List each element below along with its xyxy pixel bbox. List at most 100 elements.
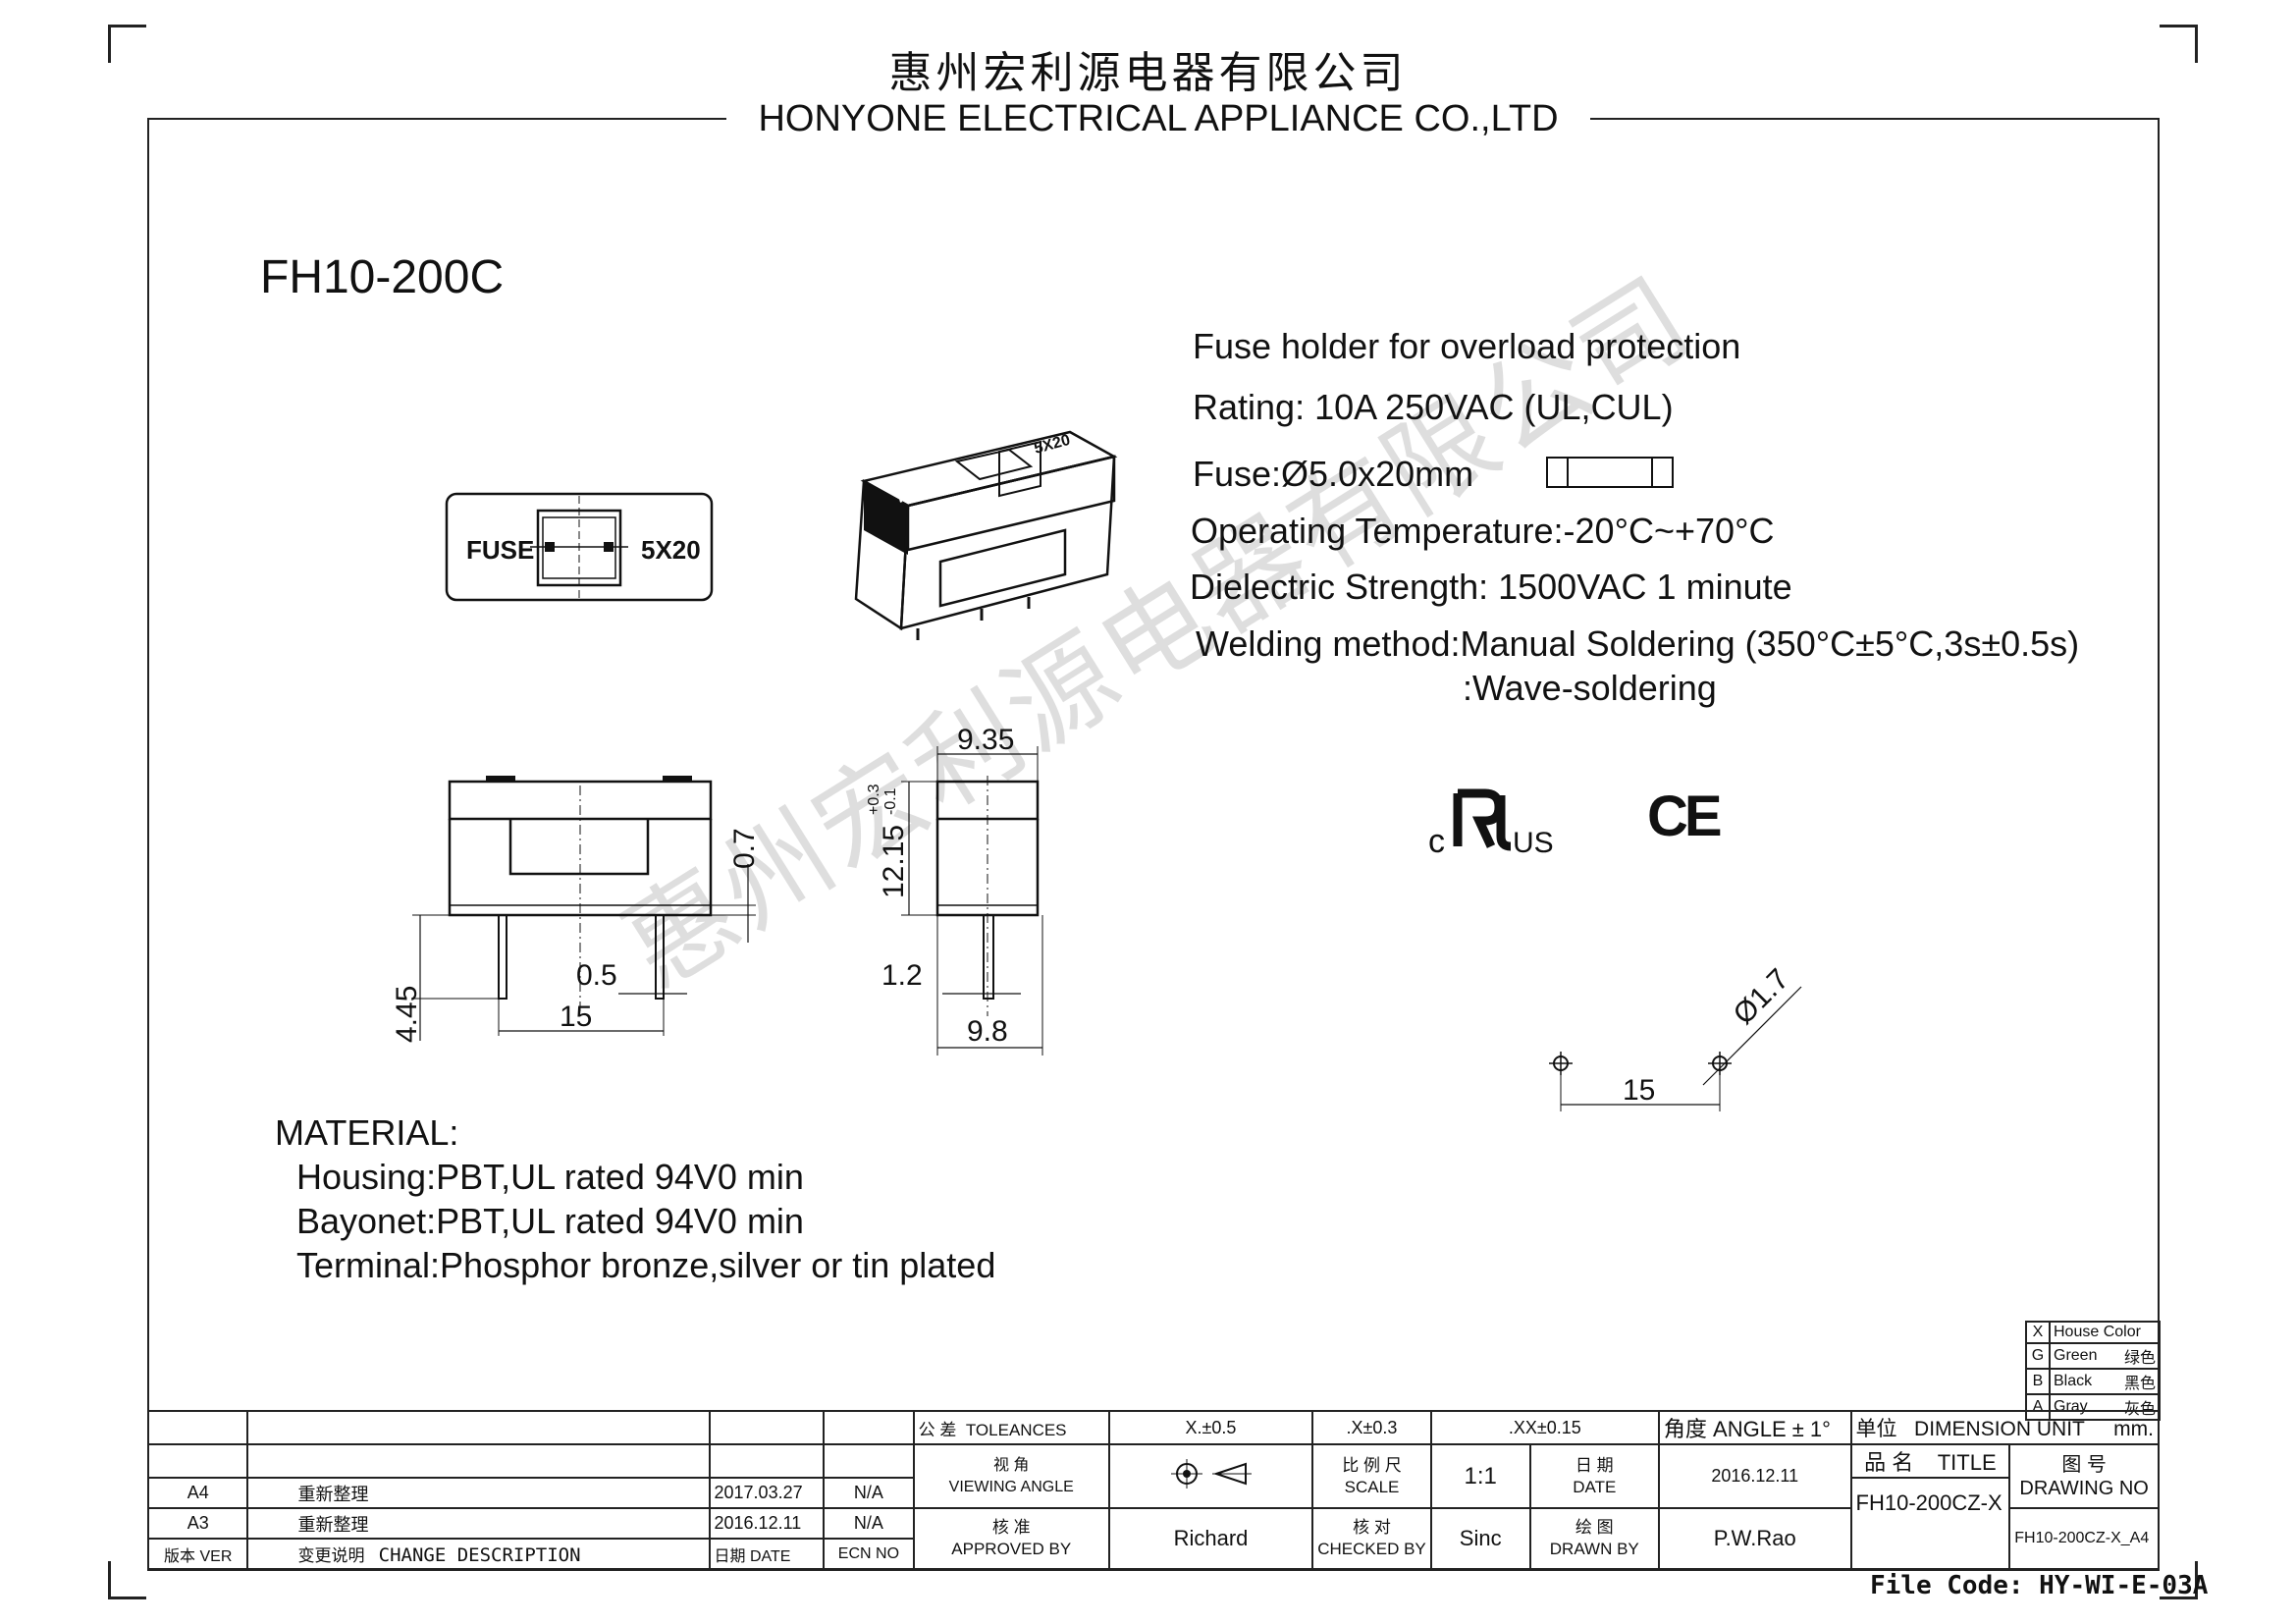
tb-row-rev-a3: A3 重新整理 2016.12.11 N/A 核 准 APPROVED BY Ri… <box>146 1507 2160 1570</box>
spec-purpose: Fuse holder for overload protection <box>1193 326 1741 366</box>
rev-description: 重新整理 <box>246 1477 711 1509</box>
title-label: 品 名 TITLE <box>1849 1443 2011 1479</box>
rev-header-date: 日期 DATE <box>708 1538 826 1570</box>
rev-header-desc-en: CHANGE DESCRIPTION <box>378 1544 581 1566</box>
drawing-no-en: DRAWING NO <box>2019 1477 2149 1499</box>
approved-cn: 核 准 <box>991 1518 1031 1537</box>
dim-hole-pitch: 15 <box>1623 1074 1655 1107</box>
checked-en: CHECKED BY <box>1317 1540 1426 1558</box>
top-view: FUSE 5X20 <box>445 492 714 602</box>
drawing-no-cn: 图 号 <box>2061 1453 2107 1476</box>
rev-header-description: 变更说明 CHANGE DESCRIPTION <box>246 1538 711 1570</box>
blank-cell <box>146 1410 249 1445</box>
color-name: Black <box>2049 1368 2112 1395</box>
scale-en: SCALE <box>1344 1477 1400 1496</box>
rev-header-version: 版本 VER <box>146 1538 249 1570</box>
pcb-hole-layout: 15 Ø1.7 <box>1549 963 1802 1111</box>
color-code: X <box>2025 1321 2051 1344</box>
dimension-unit: 单位 DIMENSION UNIT mm. <box>1849 1410 2161 1445</box>
corner-mark-bl <box>108 1561 146 1599</box>
dim-hole-diameter: Ø1.7 <box>1728 963 1795 1031</box>
date-label: 日 期 DATE <box>1528 1443 1660 1509</box>
top-view-fuse-label: FUSE <box>466 535 534 565</box>
date-value: 2016.12.11 <box>1657 1443 1852 1509</box>
dim-1-2: 1.2 <box>881 959 923 992</box>
color-code: B <box>2025 1368 2051 1395</box>
tolerance-xxx: .XX±0.15 <box>1429 1410 1660 1445</box>
tb-row-rev-a4: A4 重新整理 2017.03.27 N/A FH10-200CZ-X <box>146 1477 2159 1570</box>
rev-header-desc-cn: 变更说明 <box>297 1546 365 1565</box>
approved-en: APPROVED BY <box>951 1540 1072 1558</box>
company-name-en: HONYONE ELECTRICAL APPLIANCE CO.,LTD <box>726 98 1590 140</box>
side-view: 9.35 12.15 +0.3 -0.1 1.2 9.8 <box>866 724 1043 1056</box>
rev-description: 重新整理 <box>246 1507 711 1540</box>
iso-5x20-label: 5X20 <box>1033 432 1073 458</box>
drawn-en: DRAWN BY <box>1549 1540 1639 1558</box>
drawn-value: P.W.Rao <box>1657 1507 1852 1570</box>
rev-version: A3 <box>146 1507 249 1540</box>
dim-9-8: 9.8 <box>967 1015 1008 1048</box>
rev-date: 2016.12.11 <box>708 1507 826 1540</box>
spec-wave-soldering: :Wave-soldering <box>1463 668 1717 708</box>
approved-value: Richard <box>1107 1507 1314 1570</box>
title-en: TITLE <box>1937 1450 1997 1475</box>
spec-welding: Welding method:Manual Soldering (350°C±5… <box>1196 623 2080 664</box>
corner-mark-br <box>2160 1561 2198 1599</box>
spec-fuse: Fuse:Ø5.0x20mm <box>1193 454 1474 494</box>
company-name-cn: 惠州宏利源电器有限公司 <box>888 48 1408 98</box>
dim-0-5: 0.5 <box>576 959 617 992</box>
title-cn: 品 名 <box>1864 1450 1914 1475</box>
tolerance-cn: 公 差 <box>918 1420 957 1439</box>
blank-cell <box>708 1410 826 1445</box>
viewing-angle-label: 视 角 VIEWING ANGLE <box>912 1443 1110 1509</box>
angle-tolerance: 角度 ANGLE ± 1° <box>1657 1410 1852 1445</box>
model-number: FH10-200C <box>260 251 505 303</box>
dim-12-15: 12.15 <box>878 825 910 898</box>
approved-label: 核 准 APPROVED BY <box>912 1507 1110 1570</box>
front-view: 0.7 4.45 15 0.5 <box>391 776 761 1043</box>
tb-row-tolerance: 公 差 TOLEANCES X.±0.5 .X±0.3 .XX±0.15 角度 … <box>146 1410 2161 1445</box>
viewing-angle-cn: 视 角 <box>992 1456 1030 1474</box>
tb-row-rev-header: 版本 VER 变更说明 CHANGE DESCRIPTION 日期 DATE E… <box>146 1538 2159 1570</box>
spec-dielectric: Dielectric Strength: 1500VAC 1 minute <box>1190 567 1792 607</box>
color-name-cn: 绿色 <box>2111 1342 2162 1370</box>
color-name: House Color <box>2049 1321 2161 1344</box>
blank-cell <box>246 1443 711 1479</box>
spec-rating: Rating: 10A 250VAC (UL,CUL) <box>1193 387 1674 427</box>
blank-cell <box>708 1443 826 1479</box>
date-en: DATE <box>1573 1477 1617 1496</box>
file-code: File Code: HY-WI-E-03A <box>1870 1571 2209 1600</box>
projection-symbol <box>1107 1443 1314 1509</box>
viewing-angle-en: VIEWING ANGLE <box>948 1478 1074 1495</box>
cert-c-text: c <box>1428 823 1445 856</box>
date-cn: 日 期 <box>1575 1455 1614 1475</box>
dim-0-7: 0.7 <box>728 828 761 869</box>
corner-mark-tr <box>2160 25 2198 63</box>
blank-cell <box>246 1410 711 1445</box>
rev-ecn: N/A <box>823 1507 915 1540</box>
material-heading: MATERIAL: <box>275 1112 459 1153</box>
dim-12-15-tol-plus: +0.3 <box>866 784 882 815</box>
drawn-cn: 绘 图 <box>1575 1518 1614 1537</box>
projection-symbol-icon <box>1170 1459 1252 1489</box>
corner-mark-tl <box>108 25 146 63</box>
color-name: Green <box>2049 1342 2112 1370</box>
dim-9-35: 9.35 <box>957 724 1014 756</box>
title-block: 公 差 TOLEANCES X.±0.5 .X±0.3 .XX±0.15 角度 … <box>146 1410 2161 1570</box>
cert-us-text: US <box>1513 827 1554 856</box>
dim-12-15-tol-minus: -0.1 <box>882 787 899 815</box>
dim-4-45: 4.45 <box>391 986 423 1043</box>
unit-value: mm. <box>2113 1418 2154 1440</box>
ce-mark: CE <box>1647 785 1723 848</box>
fuse-symbol <box>1546 457 1674 488</box>
material-bayonet: Bayonet:PBT,UL rated 94V0 min <box>296 1201 804 1241</box>
unit-en: DIMENSION UNIT <box>1914 1418 2085 1440</box>
